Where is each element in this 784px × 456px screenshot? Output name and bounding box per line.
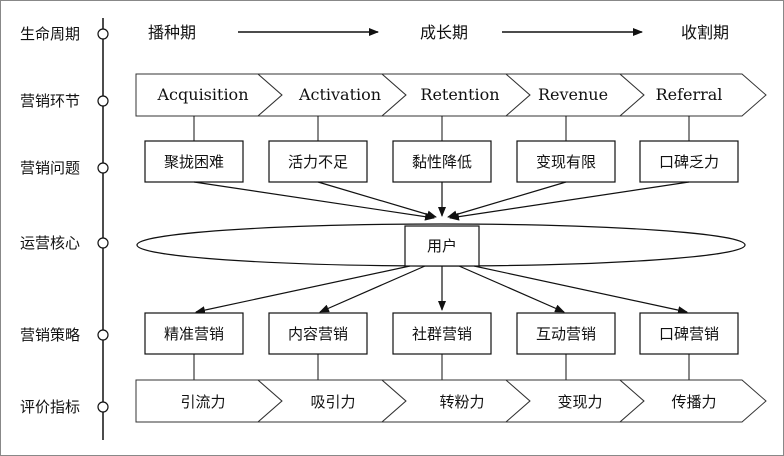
strategy-box-1 bbox=[144, 312, 244, 355]
arrow-problem-2 bbox=[317, 181, 437, 219]
metric-label-5: 传播力 bbox=[671, 393, 716, 411]
arrow-problem-1 bbox=[193, 181, 435, 221]
stage-label-revenue: Revenue bbox=[538, 85, 608, 104]
stage-label-activation: Activation bbox=[298, 85, 381, 104]
strategy-box-2 bbox=[268, 312, 368, 355]
metrics-row: 引流力 吸引力 转粉力 变现力 传播力 bbox=[135, 379, 767, 423]
row-label-lifecycle: 生命周期 bbox=[20, 25, 80, 43]
problem-label-5: 口碑乏力 bbox=[659, 153, 719, 171]
lifecycle-stage-seeding: 播种期 bbox=[148, 23, 196, 42]
row-marker-core bbox=[97, 237, 109, 249]
user-to-strategy-arrows bbox=[195, 265, 688, 315]
row-marker-strategy bbox=[97, 329, 109, 341]
metric-label-4: 变现力 bbox=[557, 393, 602, 411]
arrow-strategy-4 bbox=[458, 265, 565, 313]
stage-label-retention: Retention bbox=[420, 85, 499, 104]
problem-label-1: 聚拢困难 bbox=[164, 153, 224, 171]
arrow-strategy-1 bbox=[195, 265, 411, 315]
lifecycle-row: 播种期 成长期 收割期 bbox=[148, 23, 729, 42]
stage-chevron-5 bbox=[618, 73, 767, 117]
arrow-strategy-5 bbox=[473, 265, 688, 315]
problem-label-2: 活力不足 bbox=[288, 153, 348, 171]
row-label-strategy: 营销策略 bbox=[20, 326, 80, 344]
strategy-box-4 bbox=[516, 312, 616, 355]
row-label-stages: 营销环节 bbox=[20, 92, 80, 110]
strategy-label-2: 内容营销 bbox=[288, 325, 348, 343]
strategy-label-1: 精准营销 bbox=[164, 325, 224, 343]
metric-label-3: 转粉力 bbox=[439, 393, 484, 411]
row-marker-problems bbox=[97, 162, 109, 174]
metric-label-1: 引流力 bbox=[180, 393, 225, 411]
strategy-label-5: 口碑营销 bbox=[659, 325, 719, 343]
metric-chevron-5 bbox=[618, 379, 767, 423]
strategies-row: 精准营销 内容营销 社群营销 互动营销 口碑营销 bbox=[144, 312, 739, 355]
row-labels: 生命周期 营销环节 营销问题 运营核心 营销策略 评价指标 bbox=[20, 25, 109, 416]
row-label-problems: 营销问题 bbox=[20, 159, 80, 177]
stage-problem-connectors bbox=[193, 116, 690, 141]
user-label: 用户 bbox=[427, 237, 457, 255]
strategy-label-4: 互动营销 bbox=[536, 325, 596, 343]
strategy-box-3 bbox=[392, 312, 492, 355]
arrow-problem-4 bbox=[447, 181, 567, 219]
problem-box-5 bbox=[639, 140, 739, 183]
problem-label-4: 变现有限 bbox=[536, 153, 596, 171]
stage-label-referral: Referral bbox=[656, 85, 723, 104]
problem-box-4 bbox=[516, 140, 616, 183]
row-marker-stages bbox=[97, 95, 109, 107]
strategy-metric-connectors bbox=[193, 354, 690, 380]
user-box bbox=[404, 225, 480, 267]
arrow-problem-5 bbox=[449, 181, 690, 221]
core-row: 用户 bbox=[136, 223, 746, 267]
strategy-label-3: 社群营销 bbox=[412, 325, 472, 343]
stage-label-acquisition: Acquisition bbox=[157, 85, 249, 104]
problem-box-3 bbox=[392, 140, 492, 183]
arrow-strategy-2 bbox=[319, 265, 426, 313]
stages-row: Acquisition Activation Retention Revenue… bbox=[135, 73, 767, 117]
strategy-box-5 bbox=[639, 312, 739, 355]
lifecycle-stage-growth: 成长期 bbox=[420, 23, 468, 42]
problems-row: 聚拢困难 活力不足 黏性降低 变现有限 口碑乏力 bbox=[144, 140, 739, 183]
problem-box-1 bbox=[144, 140, 244, 183]
problem-box-2 bbox=[268, 140, 368, 183]
row-label-core: 运营核心 bbox=[20, 234, 80, 252]
lifecycle-stage-harvest: 收割期 bbox=[681, 23, 729, 42]
row-marker-lifecycle bbox=[97, 28, 109, 40]
metric-label-2: 吸引力 bbox=[310, 393, 355, 411]
row-label-metrics: 评价指标 bbox=[20, 398, 80, 416]
problem-label-3: 黏性降低 bbox=[412, 153, 472, 171]
row-marker-metrics bbox=[97, 401, 109, 413]
problem-to-user-arrows bbox=[193, 181, 690, 221]
